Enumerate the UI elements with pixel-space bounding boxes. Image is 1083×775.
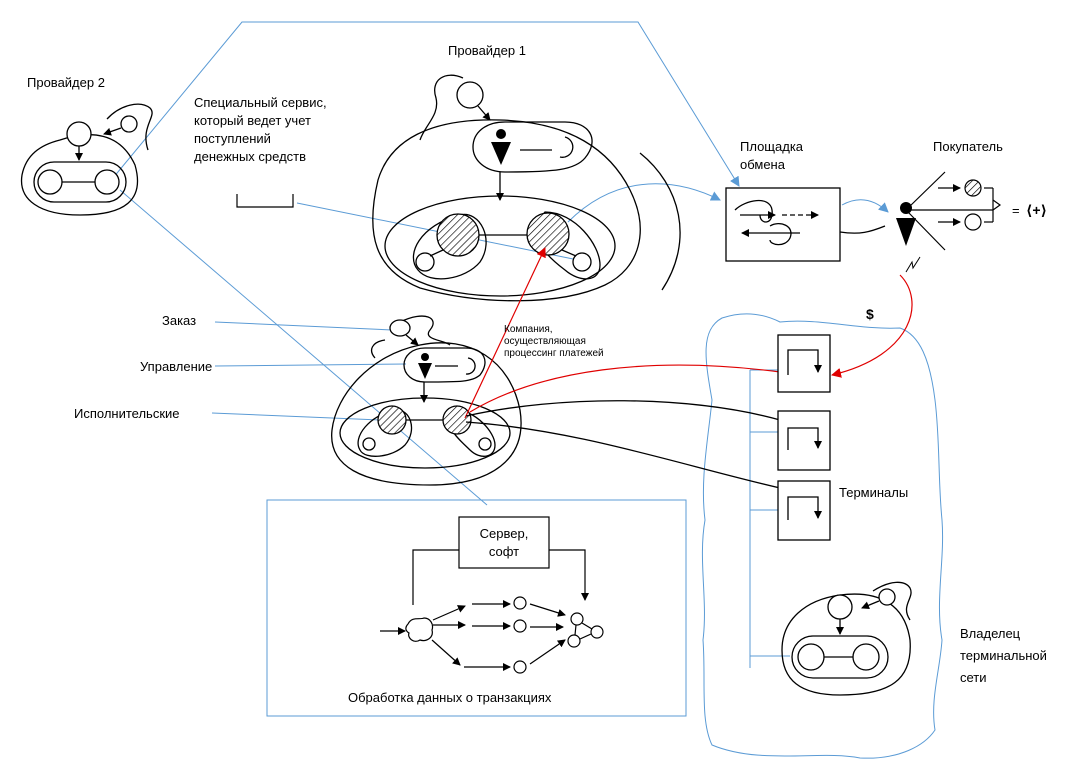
order-pointer bbox=[214, 321, 393, 331]
provider2-label: Провайдер 2 bbox=[27, 75, 105, 90]
company-tail bbox=[399, 315, 451, 346]
terminal-owner-diagram bbox=[781, 581, 912, 696]
provider1-left-node bbox=[436, 213, 480, 257]
company-model-diagram bbox=[331, 315, 522, 486]
plus-formula: ⟨+⟩ bbox=[1026, 202, 1047, 218]
data-processing-diagram bbox=[380, 516, 604, 674]
executive-left-node bbox=[377, 405, 407, 435]
exchange-label: Площадка обмена bbox=[740, 139, 804, 172]
terminal-1 bbox=[777, 334, 831, 393]
terminals-label: Терминалы bbox=[839, 485, 909, 500]
exchange-to-buyer-arrow bbox=[841, 199, 889, 213]
exchange-box bbox=[725, 187, 886, 262]
buyer-plain-node bbox=[964, 213, 982, 231]
executive-pointer bbox=[211, 412, 381, 421]
special-service-label: Специальный сервис, который ведет учет п… bbox=[194, 95, 327, 164]
provider2-link-line bbox=[119, 189, 488, 506]
dollar-sign: $ bbox=[866, 306, 874, 322]
order-node bbox=[389, 319, 411, 337]
provider1-label: Провайдер 1 bbox=[448, 43, 526, 58]
provider1-person-icon bbox=[491, 129, 511, 165]
executive-ring bbox=[339, 397, 511, 469]
payment-company-label: Компания, осуществляющая процессинг плат… bbox=[504, 324, 604, 359]
order-label: Заказ bbox=[162, 313, 197, 328]
provider2-pointer bbox=[107, 21, 740, 187]
special-service-bracket bbox=[236, 194, 294, 208]
data-processing-label: Обработка данных о транзакциях bbox=[348, 690, 552, 705]
provider1-right-node bbox=[526, 212, 570, 256]
terminal-links bbox=[465, 400, 781, 489]
server-label: Сервер, софт bbox=[479, 526, 529, 559]
data-processing-frame bbox=[266, 499, 687, 717]
provider2-diagram bbox=[20, 103, 153, 216]
buyer-hatched-node bbox=[964, 179, 982, 197]
executive-right-node bbox=[442, 405, 472, 435]
provider2-right-node bbox=[94, 169, 120, 195]
management-label: Управление bbox=[140, 359, 213, 374]
provider1-right-arc bbox=[639, 152, 681, 291]
provider1-right-small bbox=[572, 252, 592, 272]
buyer-signal-icon bbox=[905, 256, 921, 273]
management-person-icon bbox=[418, 353, 432, 379]
provider1-diagram bbox=[372, 74, 681, 302]
provider2-outer-shape bbox=[20, 134, 139, 216]
company-outer-shape bbox=[331, 342, 522, 486]
terminal-3 bbox=[777, 480, 831, 541]
provider1-left-shape bbox=[412, 213, 487, 280]
buyer-person-icon bbox=[896, 202, 916, 246]
payment-arrows bbox=[464, 247, 913, 419]
provider-to-exchange-arrow bbox=[567, 183, 721, 223]
buyer-diagram bbox=[905, 171, 1002, 273]
management-pointer bbox=[214, 363, 407, 367]
provider1-executive-ring bbox=[384, 195, 616, 297]
provider1-management-capsule bbox=[472, 121, 593, 173]
provider2-small-circle bbox=[120, 115, 138, 133]
terminals bbox=[777, 334, 831, 541]
provider2-tail bbox=[106, 103, 153, 151]
terminal-2 bbox=[777, 410, 831, 471]
server-box bbox=[458, 516, 550, 569]
provider1-top-circle bbox=[456, 81, 484, 109]
provider2-top-circle bbox=[66, 121, 92, 147]
data-blob bbox=[405, 617, 434, 642]
provider1-outer-ellipse bbox=[372, 119, 641, 302]
provider1-left-small bbox=[415, 252, 435, 272]
provider2-left-node bbox=[37, 169, 63, 195]
management-capsule bbox=[403, 347, 486, 383]
provider2-inner-frame bbox=[33, 161, 127, 203]
buyer-label: Покупатель bbox=[933, 139, 1003, 154]
terminal-owner-label: Владелец терминальной сети bbox=[960, 626, 1047, 685]
provider1-tail bbox=[419, 74, 464, 141]
executive-label: Исполнительские bbox=[74, 406, 180, 421]
equals-sign: = bbox=[1012, 203, 1020, 218]
provider1-dashed-circle bbox=[559, 136, 574, 158]
